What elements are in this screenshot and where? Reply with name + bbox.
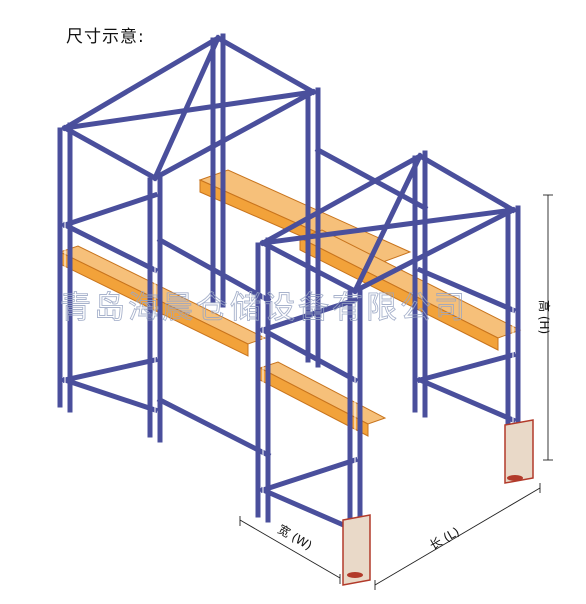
length-label: 长 (L) bbox=[427, 525, 462, 553]
height-label: 高 (H) bbox=[537, 300, 552, 334]
upright-holes bbox=[64, 150, 514, 550]
watermark-text: 青岛海晨仓储设备有限公司 bbox=[60, 290, 468, 326]
base-guards bbox=[342, 419, 534, 586]
diagram-title: 尺寸示意: bbox=[66, 27, 145, 47]
width-label: 宽 (W) bbox=[275, 521, 315, 553]
dimension-lines bbox=[239, 194, 553, 590]
